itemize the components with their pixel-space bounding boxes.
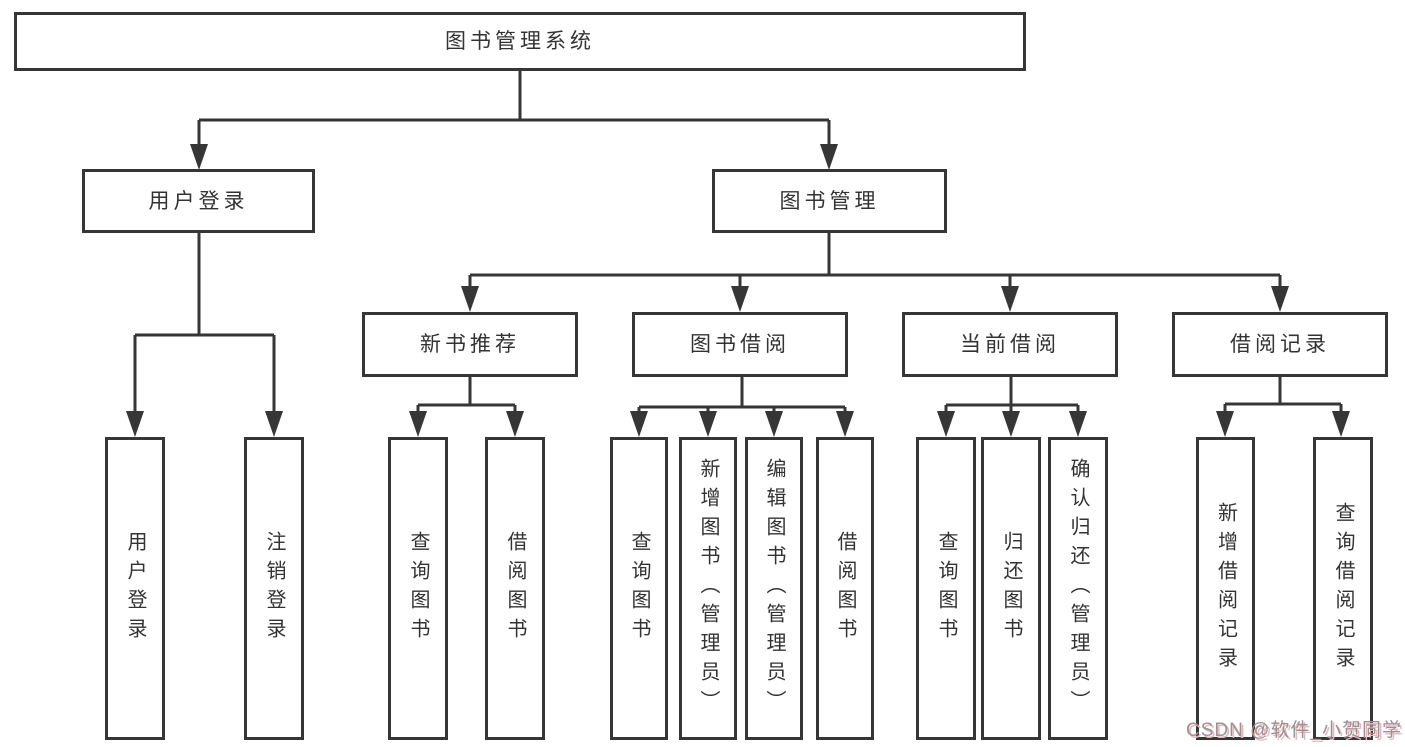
leaf-label: 借阅图书: [834, 530, 856, 647]
node-label: 当前借阅: [960, 333, 1060, 356]
leaf-label: 编辑图书（管理员）: [763, 458, 785, 719]
leaf-label: 用户登录: [124, 530, 146, 647]
leaf-current-return-books: 归还图书: [981, 437, 1041, 740]
leaf-records-query-record: 查询借阅记录: [1313, 437, 1373, 740]
leaf-label: 借阅图书: [504, 530, 526, 647]
node-borrowing-records: 借阅记录: [1172, 312, 1388, 377]
leaf-borrowing-add-books-admin: 新增图书（管理员）: [679, 437, 737, 740]
node-book-management: 图书管理: [712, 169, 947, 233]
leaf-newbooks-query-books: 查询图书: [388, 437, 448, 740]
node-label: 图书管理: [779, 189, 880, 213]
leaf-user-login: 用户登录: [105, 437, 165, 740]
leaf-logout: 注销登录: [244, 437, 304, 740]
leaf-borrowing-query-books: 查询图书: [610, 437, 668, 740]
leaf-label: 注销登录: [263, 530, 285, 647]
node-label: 用户登录: [148, 189, 249, 213]
node-user-login: 用户登录: [82, 169, 315, 233]
leaf-newbooks-borrow-books: 借阅图书: [485, 437, 545, 740]
leaf-label: 新增借阅记录: [1214, 501, 1237, 676]
leaf-borrowing-borrow-books: 借阅图书: [816, 437, 874, 740]
node-label: 借阅记录: [1230, 333, 1330, 356]
node-book-borrowing: 图书借阅: [632, 312, 848, 377]
leaf-records-add-record: 新增借阅记录: [1196, 437, 1255, 740]
watermark: CSDN @软件_小贺同学: [1186, 720, 1402, 741]
leaf-borrowing-edit-books-admin: 编辑图书（管理员）: [745, 437, 803, 740]
leaf-label: 新增图书（管理员）: [697, 458, 719, 719]
leaf-current-confirm-return-admin: 确认归还（管理员）: [1048, 437, 1108, 740]
leaf-label: 查询图书: [407, 530, 429, 647]
leaf-label: 查询图书: [935, 530, 957, 647]
node-current-borrowing: 当前借阅: [902, 312, 1118, 377]
node-label: 图书借阅: [690, 333, 790, 356]
leaf-label: 确认归还（管理员）: [1067, 458, 1089, 719]
leaf-label: 查询图书: [628, 530, 650, 647]
node-label: 图书管理系统: [445, 30, 595, 53]
node-label: 新书推荐: [420, 333, 520, 356]
node-library-management-system: 图书管理系统: [14, 12, 1026, 71]
leaf-label: 归还图书: [1000, 530, 1022, 647]
node-new-book-recommendation: 新书推荐: [362, 312, 578, 377]
leaf-label: 查询借阅记录: [1332, 501, 1354, 676]
leaf-current-query-books: 查询图书: [916, 437, 976, 740]
